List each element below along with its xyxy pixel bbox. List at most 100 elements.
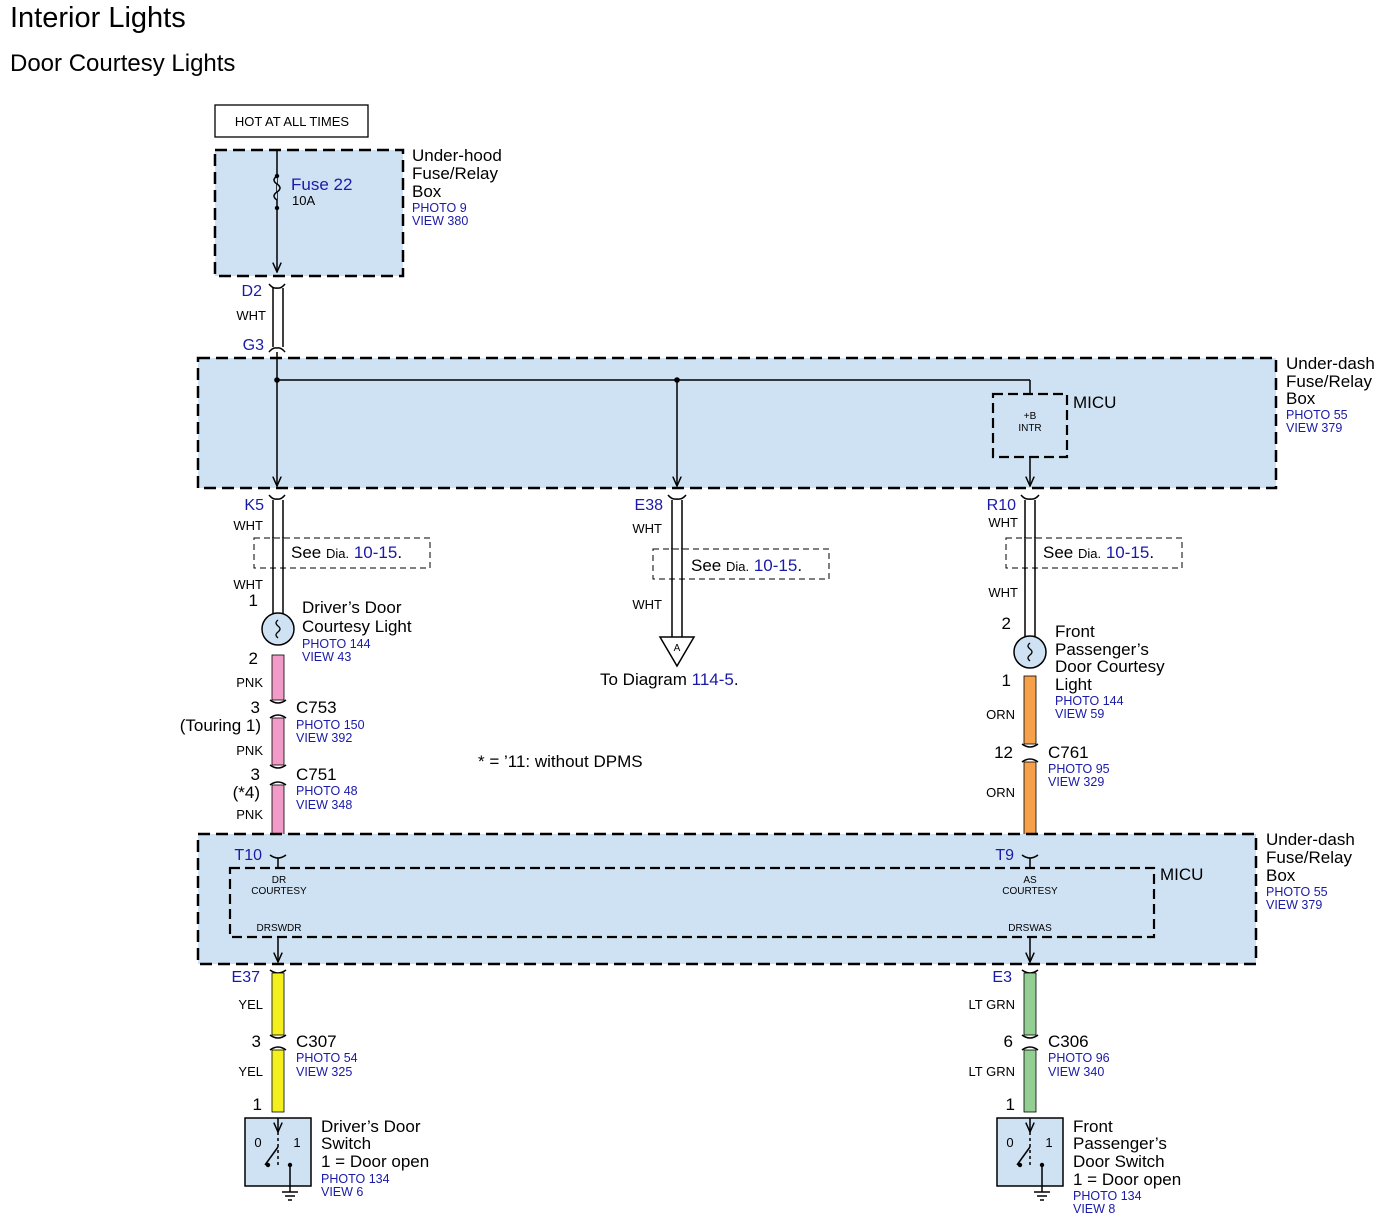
svg-text:PHOTO 48: PHOTO 48 [296,784,358,798]
svg-text:WHT: WHT [988,515,1018,530]
svg-text:Fuse/Relay: Fuse/Relay [1266,848,1352,867]
svg-text:VIEW 380: VIEW 380 [412,214,468,228]
svg-text:Fuse/Relay: Fuse/Relay [412,164,498,183]
svg-text:PHOTO 55: PHOTO 55 [1266,885,1328,899]
svg-text:DRSWAS: DRSWAS [1008,923,1052,934]
svg-text:Front: Front [1073,1117,1113,1136]
svg-text:1: 1 [1045,1135,1052,1150]
svg-text:ORN: ORN [986,785,1015,800]
svg-text:HOT AT ALL TIMES: HOT AT ALL TIMES [235,114,349,129]
off-page-arrow-icon [658,636,696,668]
svg-text:Door Courtesy: Door Courtesy [1055,657,1165,676]
micu-label-bottom: MICU [1160,865,1203,884]
page-title: Interior Lights [10,2,186,34]
svg-text:PNK: PNK [236,807,263,822]
svg-text:PNK: PNK [236,743,263,758]
svg-text:COURTESY: COURTESY [1002,886,1058,897]
svg-text:(*4): (*4) [233,783,260,802]
svg-text:Under-dash: Under-dash [1286,354,1375,373]
svg-text:6: 6 [1004,1032,1013,1051]
wire-r10-passenger-light: R10 WHT See Dia. 10-15. WHT 2 [987,494,1183,640]
svg-text:PHOTO 144: PHOTO 144 [1055,694,1124,708]
svg-text:1: 1 [1002,671,1011,690]
underdash-fuse-relay-box-top: +B INTR MICU Under-dash Fuse/Relay Box P… [196,352,1375,490]
svg-text:PHOTO 150: PHOTO 150 [296,718,365,732]
svg-text:PHOTO 95: PHOTO 95 [1048,762,1110,776]
svg-text:PHOTO 55: PHOTO 55 [1286,408,1348,422]
svg-text:T9: T9 [995,847,1014,864]
svg-text:WHT: WHT [988,585,1018,600]
svg-text:PHOTO 134: PHOTO 134 [1073,1189,1142,1203]
see-dia-center: See Dia. 10-15. [691,556,802,575]
svg-text:YEL: YEL [238,1064,263,1079]
switch-contact-icon [1016,1146,1031,1166]
svg-text:(Touring 1): (Touring 1) [180,716,261,735]
svg-text:AS: AS [1023,875,1037,886]
svg-text:1 = Door open: 1 = Door open [321,1152,429,1171]
svg-text:3: 3 [251,765,260,784]
driver-door-switch: 0 1 Driver’s Door Switch 1 = Door open P… [244,1117,429,1201]
wire-ltgrn-passenger-switch: E3 LT GRN 6 C306 PHOTO 96 VIEW 340 LT GR… [969,969,1110,1114]
svg-text:VIEW 340: VIEW 340 [1048,1065,1104,1079]
svg-text:VIEW 59: VIEW 59 [1055,707,1104,721]
passenger-door-courtesy-light: Front Passenger’s Door Courtesy Light PH… [1002,622,1166,721]
svg-text:PHOTO 144: PHOTO 144 [302,637,371,651]
svg-text:PNK: PNK [236,675,263,690]
svg-text:Door Switch: Door Switch [1073,1152,1165,1171]
svg-text:PHOTO 54: PHOTO 54 [296,1051,358,1065]
svg-text:Light: Light [1055,675,1092,694]
switch-contact-icon [264,1146,279,1166]
svg-text:VIEW 392: VIEW 392 [296,731,352,745]
see-dia-right: See Dia. 10-15. [1043,543,1154,562]
svg-text:ORN: ORN [986,707,1015,722]
svg-text:Passenger’s: Passenger’s [1073,1134,1167,1153]
svg-text:1 = Door open: 1 = Door open [1073,1170,1181,1189]
underhood-fuse-relay-box: Fuse 22 10A Under-hood Fuse/Relay Box PH… [213,146,502,278]
svg-text:E38: E38 [635,497,664,514]
svg-text:1: 1 [249,591,258,610]
svg-text:Driver’s Door: Driver’s Door [302,598,402,617]
svg-text:PHOTO 134: PHOTO 134 [321,1172,390,1186]
svg-text:2: 2 [1002,614,1011,633]
svg-text:LT GRN: LT GRN [969,997,1015,1012]
micu-label-top: MICU [1073,393,1116,412]
svg-text:C306: C306 [1048,1032,1089,1051]
lamp-icon [261,612,295,646]
svg-text:A: A [674,643,681,654]
page-subtitle: Door Courtesy Lights [10,50,236,77]
svg-text:VIEW 379: VIEW 379 [1286,421,1342,435]
svg-text:VIEW 8: VIEW 8 [1073,1202,1115,1216]
svg-text:VIEW 329: VIEW 329 [1048,775,1104,789]
svg-text:Driver’s Door: Driver’s Door [321,1117,421,1136]
fuse-icon [273,175,281,201]
svg-text:VIEW 379: VIEW 379 [1266,898,1322,912]
svg-text:VIEW 348: VIEW 348 [296,798,352,812]
wire-e38-to-diagram: E38 WHT See Dia. 10-15. WHT A To Diagram… [600,494,830,689]
svg-text:COURTESY: COURTESY [251,886,307,897]
svg-text:VIEW 43: VIEW 43 [302,650,351,664]
svg-text:VIEW 325: VIEW 325 [296,1065,352,1079]
svg-text:12: 12 [994,743,1013,762]
svg-text:WHT: WHT [233,518,263,533]
svg-text:YEL: YEL [238,997,263,1012]
svg-text:1: 1 [1006,1095,1015,1114]
wire-k5-driver-light: K5 WHT See Dia. 10-15. WHT 1 [233,494,431,618]
passenger-door-switch: 0 1 Front Passenger’s Door Switch 1 = Do… [996,1117,1181,1216]
svg-text:0: 0 [1006,1135,1013,1150]
driver-door-courtesy-light: Driver’s Door Courtesy Light PHOTO 144 V… [249,598,412,668]
svg-text:Fuse/Relay: Fuse/Relay [1286,372,1372,391]
svg-text:C761: C761 [1048,743,1089,762]
svg-text:DRSWDR: DRSWDR [257,923,302,934]
wire-d2-g3: D2 WHT G3 [236,283,286,354]
svg-text:Switch: Switch [321,1134,371,1153]
svg-text:Courtesy Light: Courtesy Light [302,617,412,636]
pink-wire [271,654,285,701]
svg-text:3: 3 [251,698,260,717]
svg-text:PHOTO 9: PHOTO 9 [412,201,467,215]
svg-text:C751: C751 [296,765,337,784]
see-dia-left: See Dia. 10-15. [291,543,402,562]
svg-text:Front: Front [1055,622,1095,641]
svg-text:WHT: WHT [632,597,662,612]
svg-text:VIEW 6: VIEW 6 [321,1185,363,1199]
svg-text:K5: K5 [244,497,264,514]
